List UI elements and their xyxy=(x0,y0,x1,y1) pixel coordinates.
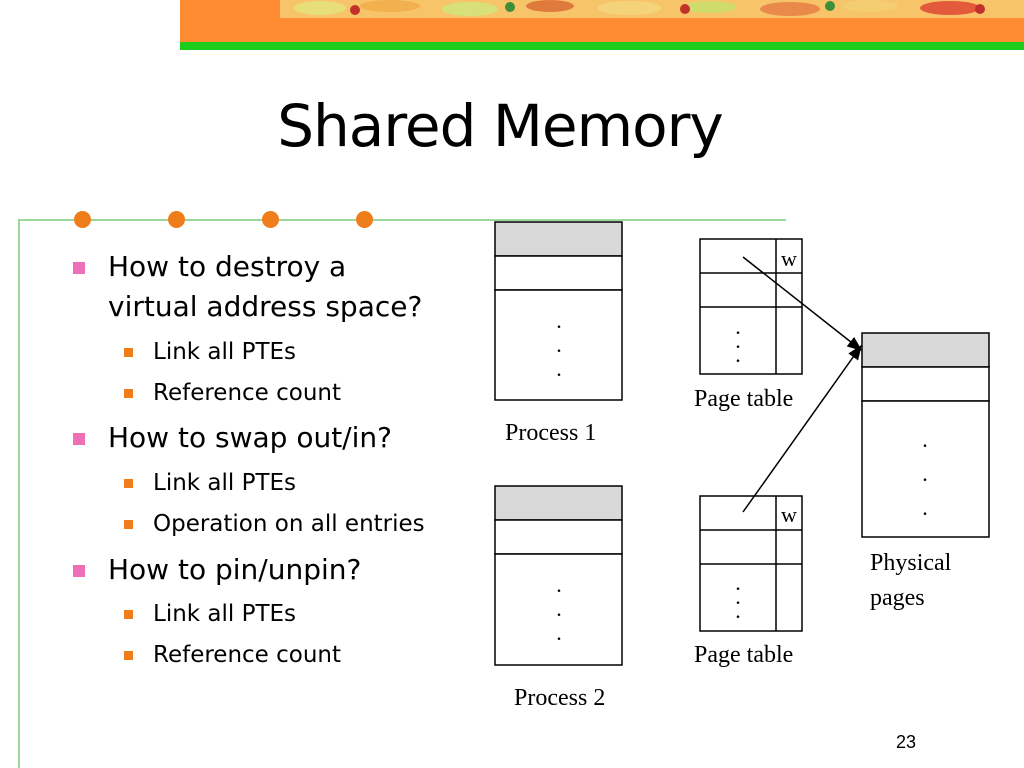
ellipsis-dot: . xyxy=(556,572,562,597)
slide-title: Shared Memory xyxy=(277,92,724,160)
ellipsis-dot: . xyxy=(556,596,562,621)
floral-pattern xyxy=(280,0,1024,18)
physical-pages-label-continued: pages xyxy=(870,585,925,611)
ellipsis-dot: . xyxy=(556,332,562,357)
process2-label: Process 2 xyxy=(514,685,606,711)
ellipsis-dot: . xyxy=(922,461,928,486)
ellipsis-dot: . xyxy=(735,342,741,367)
sub-bullet-marker xyxy=(124,389,133,398)
ellipsis-dot: . xyxy=(735,584,741,609)
sub-bullet-item: Link all PTEs xyxy=(153,339,297,365)
sub-bullet-item: Link all PTEs xyxy=(153,470,297,496)
ellipsis-dot: . xyxy=(735,314,741,339)
sub-bullet-marker xyxy=(124,520,133,529)
physical-pages-label: Physical xyxy=(870,550,952,576)
ellipsis-dot: . xyxy=(922,427,928,452)
sub-bullet-item: Operation on all entries xyxy=(153,511,425,537)
ellipsis-dot: . xyxy=(556,308,562,333)
page-table-label: Page table xyxy=(694,642,794,668)
page-table-1 xyxy=(699,238,803,375)
process1-address-space xyxy=(494,221,623,401)
divider-dot xyxy=(74,211,91,228)
sub-bullet-marker xyxy=(124,610,133,619)
mapping-arrow-2 xyxy=(742,344,862,513)
page-table-label: Page table xyxy=(694,386,794,412)
sub-bullet-item: Link all PTEs xyxy=(153,601,297,627)
divider-dot xyxy=(168,211,185,228)
bullet-marker xyxy=(73,565,85,577)
write-flag-label: w xyxy=(781,502,797,527)
bullet-item: How to pin/unpin? xyxy=(108,553,362,586)
ellipsis-dot: . xyxy=(556,356,562,381)
sub-bullet-marker xyxy=(124,348,133,357)
page-number: 23 xyxy=(896,732,917,752)
ellipsis-dot: . xyxy=(735,570,741,595)
ellipsis-dot: . xyxy=(556,620,562,645)
bullet-item-continued: virtual address space? xyxy=(108,290,423,323)
ellipsis-dot: . xyxy=(735,328,741,353)
write-flag-label: w xyxy=(781,246,797,271)
bullet-marker xyxy=(73,433,85,445)
header-green-stripe xyxy=(180,42,1024,50)
divider-dot xyxy=(356,211,373,228)
divider-dot xyxy=(262,211,279,228)
mapping-arrow-1 xyxy=(742,256,863,351)
process1-label: Process 1 xyxy=(505,420,597,446)
page-table-2 xyxy=(699,495,803,632)
sub-bullet-item: Reference count xyxy=(153,380,342,406)
sub-bullet-marker xyxy=(124,479,133,488)
ellipsis-dot: . xyxy=(922,495,928,520)
left-border xyxy=(18,219,20,768)
process2-address-space xyxy=(494,485,623,666)
bullet-item: How to swap out/in? xyxy=(108,421,392,454)
bullet-item: How to destroy a xyxy=(108,250,347,283)
sub-bullet-item: Reference count xyxy=(153,642,342,668)
title-divider xyxy=(18,219,786,221)
bullet-marker xyxy=(73,262,85,274)
ellipsis-dots: . . . . . . . . . . . . . . . xyxy=(556,308,928,645)
header-decoration xyxy=(180,0,1024,42)
sub-bullet-marker xyxy=(124,651,133,660)
ellipsis-dot: . xyxy=(735,598,741,623)
